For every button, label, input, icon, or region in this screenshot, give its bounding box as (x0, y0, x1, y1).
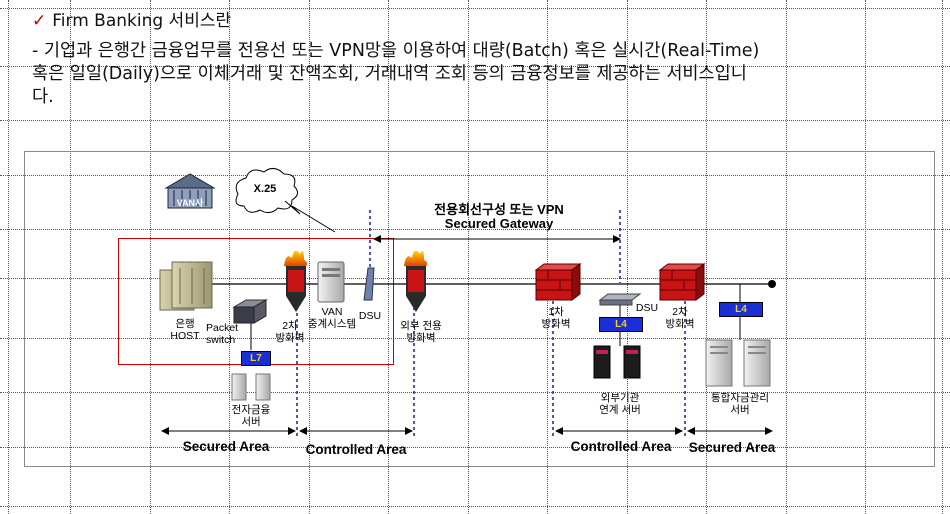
firewall-icon (284, 250, 307, 312)
bank-host-icon (159, 261, 213, 311)
description-line: 다. (32, 87, 54, 107)
backbone-endpoint (768, 280, 776, 288)
l7-badge: L7 (241, 351, 271, 366)
x25-link-line (284, 200, 336, 233)
ebanking-server-label: 전자금융 서버 (231, 404, 271, 428)
guide-line (388, 0, 389, 514)
guide-line (309, 0, 310, 514)
area-label: Controlled Area (570, 439, 672, 454)
guide-line (0, 447, 950, 448)
guide-line (0, 506, 950, 507)
firewall-icon (404, 250, 427, 312)
van-relay-label: VAN 중계시스템 (307, 306, 357, 330)
dsu-icon (363, 267, 375, 301)
firewall-2nd-label: 2차 방화벽 (275, 320, 305, 344)
area-label: Secured Area (182, 439, 270, 454)
bank-sign-label: VAN사 (176, 198, 204, 208)
firewall-1st-label: 1차 방화벽 (541, 306, 571, 330)
external-firewall-label: 외부 전용 방화벽 (400, 320, 442, 344)
vpn-subtitle: Secured Gateway (444, 216, 554, 231)
vpn-title: 전용회선구성 또는 VPN (434, 202, 564, 217)
guide-line (786, 0, 787, 514)
treasury-server-icon (705, 339, 771, 387)
packet-switch-icon (232, 299, 268, 324)
guide-line (865, 0, 866, 514)
slide-description: - 기업과 은행간 금융업무를 전용선 또는 VPN망을 이용하여 대량(Bat… (32, 40, 912, 109)
guide-line (8, 0, 9, 514)
ebanking-server-icon (231, 373, 271, 401)
van-server-icon (317, 261, 345, 303)
packet-switch-label: Packet switch (206, 322, 239, 346)
dsu-icon (598, 293, 642, 306)
guide-line (0, 66, 950, 67)
firewall-2nd-label: 2차 방화벽 (665, 306, 695, 330)
guide-line (0, 229, 950, 230)
firewall-icon (534, 263, 582, 301)
guide-line (942, 0, 943, 514)
bank-host-label: 은행 HOST (170, 318, 200, 342)
guide-line (0, 338, 950, 339)
dsu-label: DSU (635, 302, 659, 314)
guide-line (0, 8, 950, 9)
guide-line (0, 392, 950, 393)
guide-line (0, 278, 950, 279)
guide-line (706, 0, 707, 514)
x25-cloud-icon (235, 168, 298, 214)
description-line: 혹은 일일(Daily)으로 이체거래 및 잔액조회, 거래내역 조회 등의 금… (32, 64, 747, 84)
guide-line (0, 175, 950, 176)
checkmark-icon: ✓ (32, 11, 47, 31)
guide-line (229, 0, 230, 514)
treasury-server-label: 통합자금관리 서버 (711, 392, 769, 416)
dsu-label: DSU (358, 310, 382, 322)
description-line: - 기업과 은행간 금융업무를 전용선 또는 VPN망을 이용하여 대량(Bat… (32, 41, 760, 61)
slide-title-text: Firm Banking 서비스란 (52, 11, 232, 31)
guide-line (627, 0, 628, 514)
guide-line (150, 0, 151, 514)
l4-badge: L4 (599, 317, 643, 332)
guide-line (0, 120, 950, 121)
slide-title: ✓Firm Banking 서비스란 (32, 6, 231, 31)
firewall-icon (658, 263, 706, 301)
diagram-frame (24, 151, 935, 467)
l4-badge: L4 (719, 302, 763, 317)
guide-line (468, 0, 469, 514)
guide-line (70, 0, 71, 514)
bank-building-icon (164, 173, 216, 209)
guide-line (547, 0, 548, 514)
area-label: Controlled Area (305, 442, 407, 457)
external-server-label: 외부기관 연계 서버 (599, 392, 641, 416)
external-server-icon (593, 345, 641, 379)
cloud-label: X.25 (253, 183, 277, 195)
area-label: Secured Area (688, 440, 776, 455)
